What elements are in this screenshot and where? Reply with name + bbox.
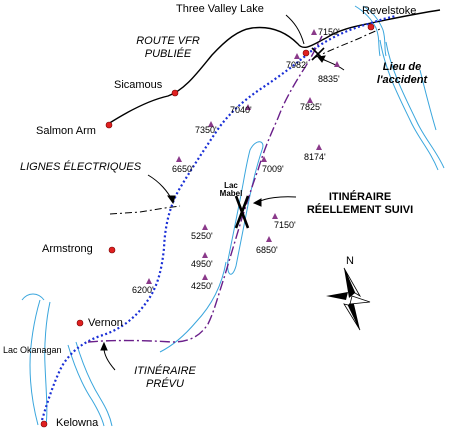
elev-7040: 7040' [230, 105, 252, 115]
label-three-valley-lake: Three Valley Lake [176, 3, 264, 15]
planned-route-arrowhead [100, 341, 108, 351]
kelowna-dot [40, 420, 48, 428]
label-accident-site: Lieu de l'accident [362, 62, 442, 86]
label-lake-okanagan: Lac Okanagan [3, 345, 62, 355]
compass-rose [326, 267, 371, 331]
power-line-west [109, 205, 181, 215]
crash-x-marker [234, 195, 250, 229]
peak-6850 [266, 236, 272, 242]
peak-7040 [245, 104, 251, 110]
elev-7009: 7009' [262, 164, 284, 174]
town-markers [40, 23, 375, 428]
armstrong-dot [108, 246, 116, 254]
peak-5250 [202, 224, 208, 230]
elev-4950: 4950' [191, 259, 213, 269]
water-features [21, 5, 445, 427]
columbia-river-south [379, 39, 439, 171]
columbia-river-north-2 [362, 5, 387, 57]
label-armstrong: Armstrong [42, 243, 93, 255]
label-route-vfr-line1: ROUTE VFR [136, 35, 200, 47]
compass-east-point [349, 295, 371, 305]
label-north: N [346, 255, 354, 267]
label-planned-route-line1: ITINÉRAIRE [134, 365, 196, 377]
label-vernon: Vernon [88, 317, 123, 329]
actual-route [87, 35, 323, 343]
elev-6650: 6650' [172, 164, 194, 174]
label-revelstoke: Revelstoke [362, 5, 417, 17]
compass-west-point [326, 292, 348, 300]
elev-7082: 7082' [286, 60, 308, 70]
peak-6650 [176, 156, 182, 162]
peak-7350 [208, 121, 214, 127]
lake-okanagan-west [29, 299, 41, 426]
peak-8835 [334, 61, 340, 67]
revelstoke-dot [367, 23, 375, 31]
elev-6200: 6200' [132, 285, 154, 295]
peak-6200 [146, 278, 152, 284]
label-accident-line1: Lieu de [382, 61, 422, 73]
label-lake-mabel: Lac Mabel [214, 182, 248, 198]
actual-route-arrowhead [252, 198, 262, 207]
peak-7009 [261, 156, 267, 162]
label-actual-route-line1: ITINÉRAIRE [328, 191, 392, 203]
shuswap-river [159, 261, 227, 353]
elev-7150-south: 7150' [274, 220, 296, 230]
columbia-river-north [354, 5, 381, 57]
leader-lines [100, 14, 345, 371]
label-route-vfr-line2: PUBLIÉE [144, 48, 192, 60]
elev-6850: 6850' [256, 245, 278, 255]
peak-markers [146, 29, 340, 284]
compass-north-point [344, 268, 355, 298]
accident-site-marker [311, 47, 325, 61]
power-line-arrowhead [167, 195, 176, 205]
vernon-dot [76, 319, 84, 327]
peak-4950 [202, 252, 208, 258]
label-sicamous: Sicamous [114, 79, 163, 91]
label-lake-mabel-line1: Lac [224, 181, 238, 190]
peak-7825 [307, 97, 313, 103]
planned-route-leader [103, 347, 116, 371]
label-power-lines: LIGNES ÉLECTRIQUES [20, 161, 142, 173]
tvl-leader [285, 14, 305, 45]
lake-mabel [227, 141, 264, 275]
peak-7082 [294, 53, 300, 59]
lake-okanagan-east [44, 301, 51, 426]
power-line-east [313, 27, 383, 59]
elev-7150-north: 7150' [318, 27, 340, 37]
elev-8174: 8174' [304, 152, 326, 162]
label-actual-route: ITINÉRAIRE RÉELLEMENT SUIVI [300, 192, 420, 216]
peak-7150-north [311, 29, 317, 35]
label-actual-route-line2: RÉELLEMENT SUIVI [306, 204, 414, 216]
actual-route-leader [257, 196, 297, 203]
label-planned-route: ITINÉRAIRE PRÉVU [120, 366, 210, 390]
elev-5250: 5250' [191, 231, 213, 241]
peak-7150-south [272, 213, 278, 219]
label-kelowna: Kelowna [56, 417, 99, 429]
kalamalka-lake-2 [75, 341, 113, 427]
elev-4250: 4250' [191, 281, 213, 291]
elev-7350: 7350' [195, 125, 217, 135]
salmon-arm-dot [105, 121, 113, 129]
columbia-river-south-2 [385, 41, 445, 169]
elev-7825: 7825' [300, 102, 322, 112]
kalamalka-lake [67, 344, 105, 427]
okanagan-inlet [21, 293, 45, 301]
peak-8174 [316, 144, 322, 150]
label-lake-mabel-line2: Mabel [219, 189, 243, 198]
label-salmon-arm: Salmon Arm [36, 125, 96, 137]
canal-mid [419, 69, 437, 131]
label-accident-line2: l'accident [376, 74, 428, 86]
label-route-vfr: ROUTE VFR PUBLIÉE [128, 36, 208, 60]
three-valley-lake-dot [302, 49, 310, 57]
planned-route [40, 14, 397, 421]
compass-south-point [348, 300, 360, 330]
compass-south-light [343, 303, 361, 331]
sicamous-dot [171, 89, 179, 97]
label-planned-route-line2: PRÉVU [146, 378, 184, 390]
peak-4250 [202, 274, 208, 280]
compass-north-point-light [343, 267, 362, 298]
elev-8835: 8835' [318, 74, 340, 84]
